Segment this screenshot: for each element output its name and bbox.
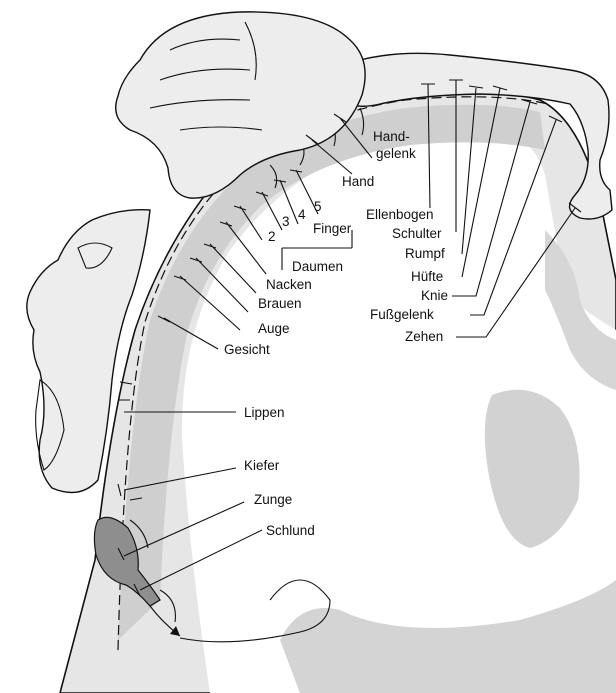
label-brauen: Brauen bbox=[258, 296, 302, 311]
label-kiefer: Kiefer bbox=[244, 458, 280, 473]
label-finger: Finger bbox=[313, 221, 352, 236]
label-finger-2: 2 bbox=[268, 229, 276, 244]
label-auge: Auge bbox=[258, 321, 290, 336]
label-fussgelenk: Fußgelenk bbox=[370, 307, 434, 322]
label-knie: Knie bbox=[421, 288, 448, 303]
label-rumpf: Rumpf bbox=[405, 246, 445, 261]
label-daumen: Daumen bbox=[292, 259, 343, 274]
label-handgelenk-2: gelenk bbox=[376, 146, 416, 161]
label-nacken: Nacken bbox=[266, 277, 312, 292]
label-schulter: Schulter bbox=[392, 226, 442, 241]
label-ellenbogen: Ellenbogen bbox=[366, 207, 434, 222]
label-finger-4: 4 bbox=[298, 207, 306, 222]
label-lippen: Lippen bbox=[244, 405, 285, 420]
label-handgelenk-1: Hand- bbox=[373, 129, 410, 144]
label-zunge: Zunge bbox=[254, 492, 292, 507]
label-finger-3: 3 bbox=[282, 214, 290, 229]
label-zehen: Zehen bbox=[405, 329, 443, 344]
label-hand: Hand bbox=[342, 174, 374, 189]
label-huefte: Hüfte bbox=[411, 269, 443, 284]
label-gesicht: Gesicht bbox=[224, 342, 270, 357]
label-finger-5: 5 bbox=[314, 199, 322, 214]
label-schlund: Schlund bbox=[266, 523, 315, 538]
